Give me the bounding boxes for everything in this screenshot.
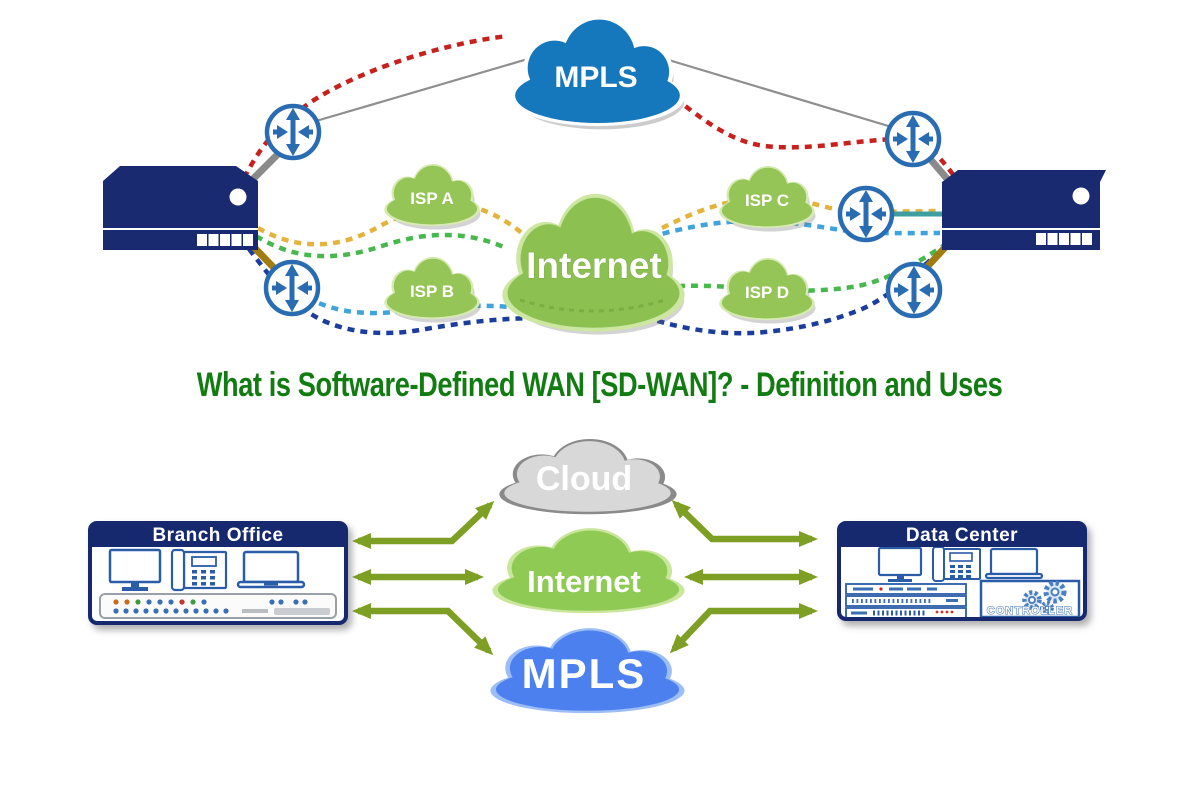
bottom-sdwan-diagram: Cloud Internet MPLS xyxy=(352,439,818,714)
internet-cloud-bottom: Internet xyxy=(492,528,685,614)
branch-office-equipment xyxy=(99,548,337,619)
gears-icon xyxy=(1022,580,1067,615)
isp-c-link-blue-right xyxy=(649,218,941,240)
router-icon-top-right xyxy=(887,113,939,165)
mpls-cloud-bottom: MPLS xyxy=(490,628,685,714)
mpls-cloud: MPLS xyxy=(510,16,685,130)
controller-label: CONTROLLER xyxy=(987,605,1073,617)
isp-d-label: ISP D xyxy=(745,283,789,302)
rack-servers-icon xyxy=(845,583,967,617)
internet-link-navy-right xyxy=(644,242,952,336)
appliance-router-link-tl xyxy=(246,148,284,186)
mpls-link-left xyxy=(242,33,509,180)
laptop-icon xyxy=(236,550,306,589)
router-icon-bottom-right xyxy=(888,264,940,316)
isp-b-label: ISP B xyxy=(410,282,454,301)
switch-icon xyxy=(99,593,337,619)
right-appliance xyxy=(942,170,1106,250)
isp-a-cloud: ISP A xyxy=(384,163,481,230)
phone-icon xyxy=(170,548,228,592)
data-center-box: Data Center xyxy=(837,521,1087,621)
datacenter-mpls-arrow xyxy=(669,603,818,654)
left-appliance xyxy=(103,166,258,250)
page-title: What is Software-Defined WAN [SD-WAN]? -… xyxy=(197,366,1003,404)
isp-c-link-right xyxy=(660,196,941,231)
branch-office-box: Branch Office xyxy=(88,521,348,625)
desktop-icon xyxy=(108,548,162,591)
isp-c-cloud: ISP C xyxy=(719,165,816,232)
branch-office-title: Branch Office xyxy=(92,525,344,547)
isp-d-cloud: ISP D xyxy=(719,257,816,324)
internet-cloud: Internet xyxy=(502,193,685,335)
isp-c-label: ISP C xyxy=(745,191,789,210)
internet-cloud-bottom-label: Internet xyxy=(527,564,641,599)
isp-d-link-right xyxy=(651,238,954,293)
mpls-cloud-bottom-label: MPLS xyxy=(522,650,647,697)
desktop-icon xyxy=(877,547,923,582)
router-icon-top-left xyxy=(267,106,319,158)
data-center-title: Data Center xyxy=(841,525,1083,547)
router-icon-bottom-left xyxy=(266,262,318,314)
mpls-line-right xyxy=(641,50,896,130)
transport-arrows xyxy=(352,499,818,656)
internet-cloud-label: Internet xyxy=(526,245,662,286)
cloud-generic-label: Cloud xyxy=(536,460,632,498)
isp-b-cloud: ISP B xyxy=(384,256,481,323)
isp-a-label: ISP A xyxy=(410,189,453,208)
phone-icon xyxy=(932,547,981,582)
router-icon-middle-right xyxy=(840,188,892,240)
branch-cloud-arrow xyxy=(352,500,495,549)
top-sdwan-diagram: MPLS Internet ISP A xyxy=(103,16,1106,336)
internet-link-navy-left xyxy=(247,247,563,336)
laptop-icon xyxy=(984,547,1044,580)
cloud-generic: Cloud xyxy=(499,439,677,515)
mpls-cloud-label: MPLS xyxy=(554,61,637,94)
data-center-equipment: CONTROLLER xyxy=(845,547,1081,617)
datacenter-cloud-arrow xyxy=(671,499,818,547)
internet-link-green-left xyxy=(254,232,507,259)
mpls-line-left xyxy=(315,47,563,123)
branch-mpls-arrow xyxy=(352,603,494,656)
controller-box: CONTROLLER xyxy=(979,579,1081,617)
